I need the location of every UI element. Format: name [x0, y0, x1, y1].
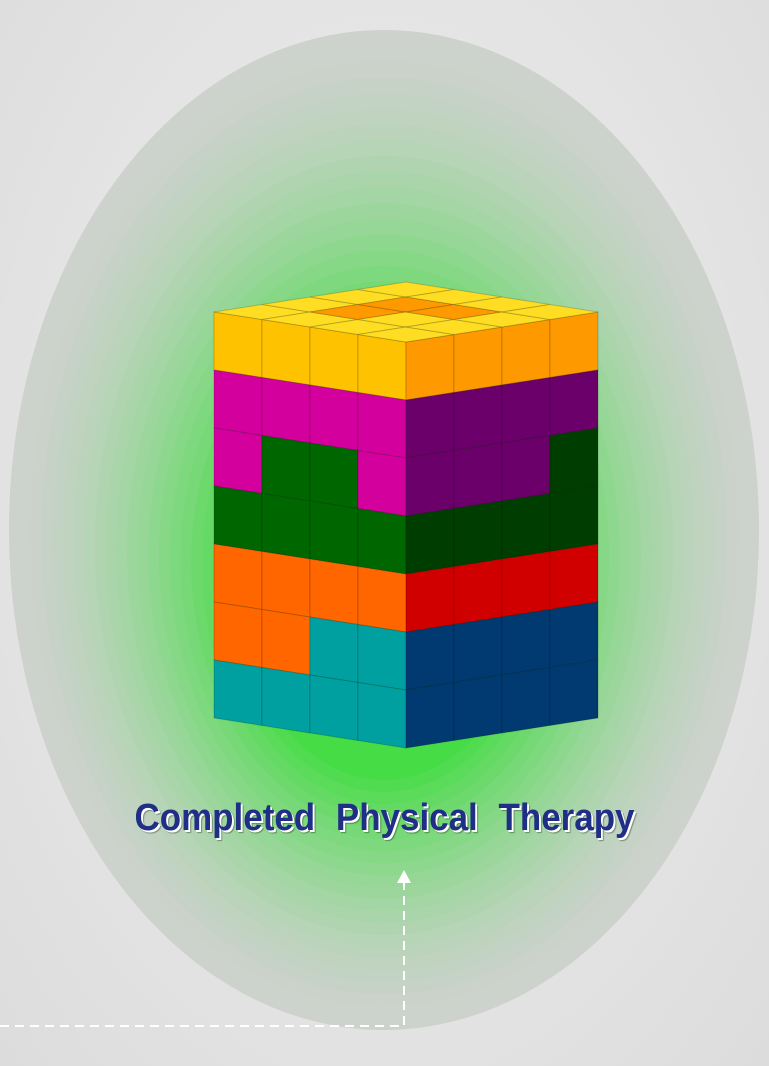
connector-line: [0, 880, 404, 1026]
arrow-up-icon: [397, 870, 411, 883]
